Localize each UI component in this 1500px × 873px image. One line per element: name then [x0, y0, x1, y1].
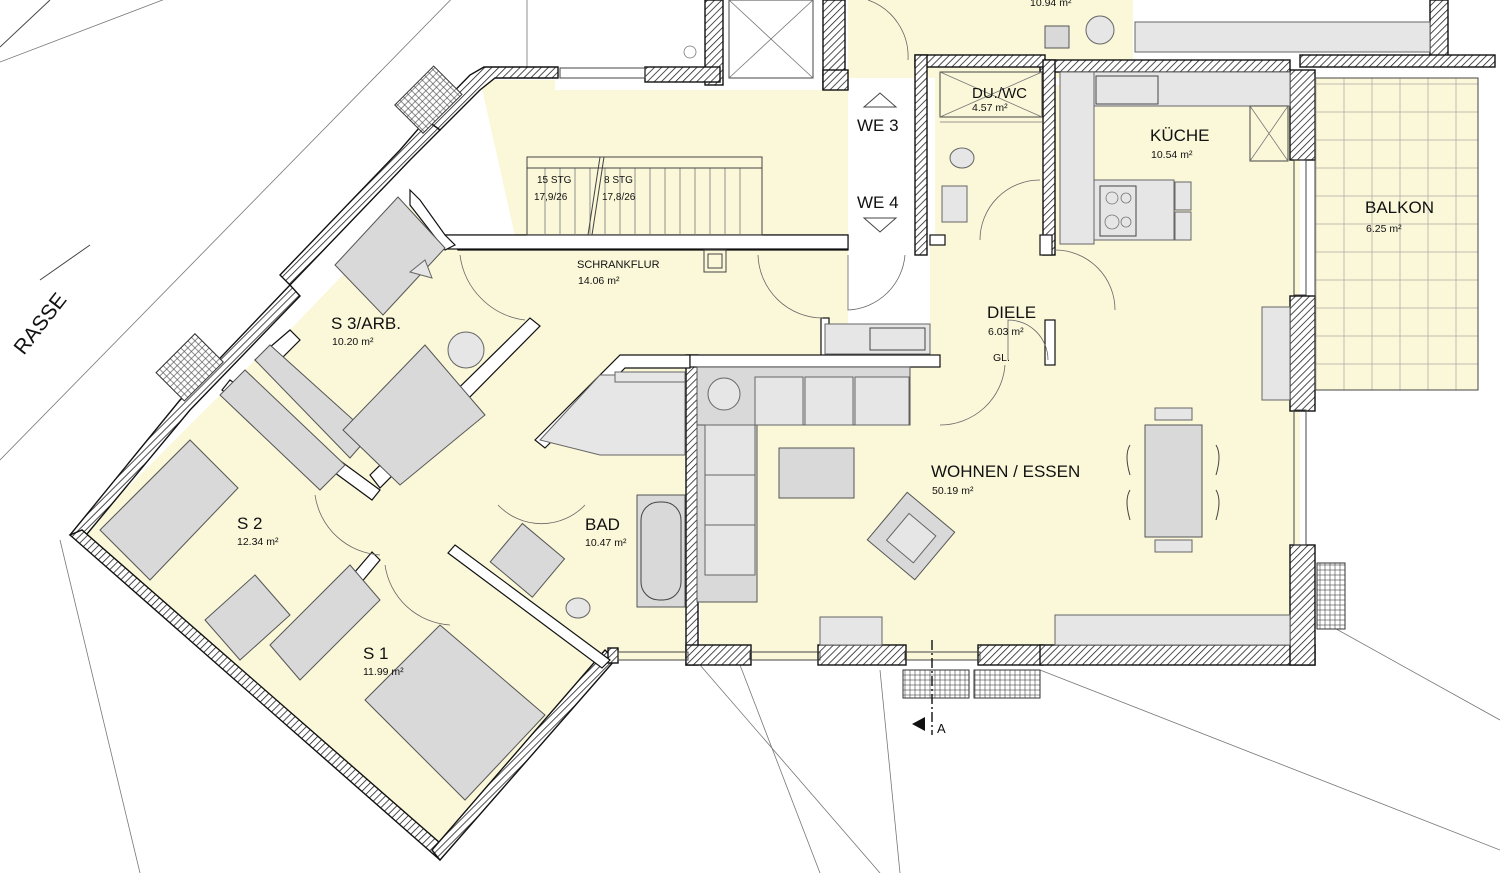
wohnen-area: 50.19 m²	[932, 485, 974, 497]
wohnen-label: WOHNEN / ESSEN	[931, 462, 1080, 481]
stair-left-dim: 17,9/26	[534, 192, 568, 203]
s2-area: 12.34 m²	[237, 536, 279, 548]
staircase	[526, 156, 763, 236]
balkon-label: BALKON	[1365, 198, 1434, 217]
balkon-area: 6.25 m²	[1366, 223, 1402, 235]
s2-label: S 2	[237, 514, 263, 533]
down-arrow-icon	[862, 217, 898, 233]
du-wc-area: 4.57 m²	[972, 102, 1008, 114]
diele-label: DIELE	[987, 303, 1036, 322]
gratings	[155, 65, 1346, 699]
s1-area: 11.99 m²	[363, 666, 404, 678]
living-furniture	[696, 306, 1291, 646]
section-label: A	[937, 721, 946, 736]
stair-right-dim: 17,8/26	[602, 192, 636, 203]
s3-label: S 3/ARB.	[331, 314, 401, 333]
bath-furniture	[489, 371, 686, 619]
du-wc-label: DU./WC	[972, 85, 1027, 102]
windows	[559, 67, 1307, 661]
street-label: RASSE	[10, 289, 72, 359]
we4-label: WE 4	[857, 193, 899, 212]
schrankflur-area: 14.06 m²	[578, 275, 620, 287]
walls	[68, 54, 1496, 862]
bad-area: 10.47 m²	[585, 537, 627, 549]
schrankflur-label: SCHRANKFLUR	[577, 259, 660, 271]
diele-area: 6.03 m²	[988, 326, 1024, 338]
diele-note: GL.	[993, 352, 1010, 364]
bedroom-furniture	[99, 196, 546, 801]
kueche-label: KÜCHE	[1150, 126, 1210, 145]
up-arrow-icon	[862, 92, 898, 108]
we3-label: WE 3	[857, 116, 899, 135]
bad-label: BAD	[585, 515, 620, 534]
kueche-area: 10.54 m²	[1151, 149, 1193, 161]
section-arrow-icon	[912, 717, 925, 731]
shower-wc	[939, 71, 1043, 223]
upper-room-area: 10.94 m²	[1030, 0, 1072, 9]
s1-label: S 1	[363, 644, 389, 663]
doors	[314, 0, 1116, 626]
stair-right-label: 8 STG	[604, 175, 633, 186]
kitchen-furniture	[1059, 71, 1291, 245]
balcony-outline	[1314, 77, 1479, 391]
s3-area: 10.20 m²	[332, 336, 374, 348]
stair-left-label: 15 STG	[537, 175, 572, 186]
